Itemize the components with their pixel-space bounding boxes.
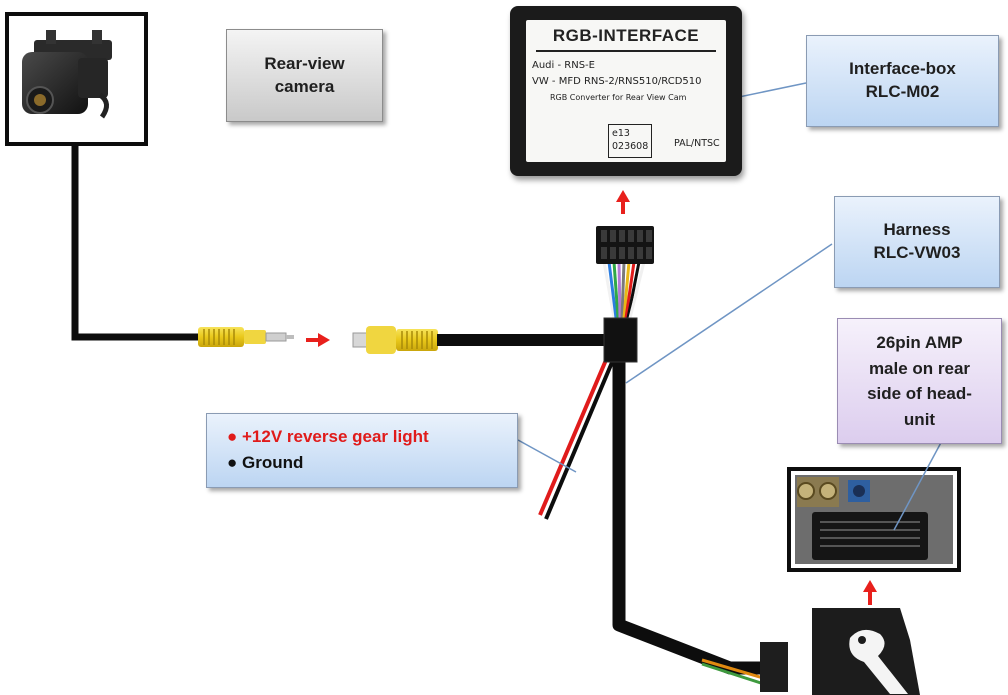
label-harness-line1: Harness bbox=[883, 220, 951, 240]
harness-junction bbox=[603, 317, 638, 363]
label-camera-line2: camera bbox=[274, 76, 335, 96]
head-unit-photo bbox=[787, 467, 961, 572]
camera-photo bbox=[5, 12, 148, 146]
rca-female-socket bbox=[352, 326, 438, 354]
device-cert-box: e13 023608 bbox=[608, 124, 652, 158]
legend-item-ground: ● Ground bbox=[227, 453, 304, 472]
label-amp-connector: 26pin AMP male on rear side of head- uni… bbox=[837, 318, 1002, 444]
device-title: RGB-INTERFACE bbox=[552, 26, 700, 45]
label-amp-line1: 26pin AMP bbox=[876, 333, 963, 352]
device-line-converter: RGB Converter for Rear View Cam bbox=[550, 93, 687, 102]
label-amp-line2: male on rear bbox=[868, 358, 971, 378]
legend-item-reverse: ● +12V reverse gear light bbox=[227, 427, 429, 446]
device-cert-e13: e13 bbox=[612, 128, 630, 139]
interface-plug bbox=[596, 226, 654, 264]
label-camera-line1: Rear-view bbox=[264, 53, 345, 73]
interface-box-device: RGB-INTERFACE Audi - RNS-E VW - MFD RNS-… bbox=[510, 6, 742, 176]
amp-plug bbox=[760, 608, 920, 695]
device-line-audi: Audi - RNS-E bbox=[532, 60, 595, 71]
label-interface-box: Interface-box RLC-M02 bbox=[806, 35, 999, 127]
rca-male-plug bbox=[198, 327, 294, 347]
device-format: PAL/NTSC bbox=[674, 138, 720, 149]
connect-arrow-rca bbox=[306, 333, 330, 347]
label-interface-line1: Interface-box bbox=[849, 59, 956, 79]
label-amp-line4: unit bbox=[903, 409, 936, 429]
device-sticker: RGB-INTERFACE Audi - RNS-E VW - MFD RNS-… bbox=[526, 20, 726, 162]
connect-arrow-interface bbox=[616, 190, 630, 214]
label-interface-line2: RLC-M02 bbox=[865, 82, 940, 101]
harness-color-wires bbox=[602, 261, 646, 319]
device-line-vw: VW - MFD RNS-2/RNS510/RCD510 bbox=[532, 76, 702, 87]
connect-arrow-headunit bbox=[863, 580, 877, 605]
label-camera: Rear-view camera bbox=[226, 29, 383, 122]
legend-ground-text: Ground bbox=[242, 453, 304, 472]
reverse-wire-red bbox=[538, 359, 608, 516]
harness-trunk-cable bbox=[612, 355, 760, 675]
camera-cable bbox=[71, 143, 200, 341]
legend-reverse-text: +12V reverse gear light bbox=[242, 427, 429, 446]
device-title-rule bbox=[536, 50, 716, 52]
device-cert-number: 023608 bbox=[612, 141, 649, 152]
power-legend: ● +12V reverse gear light ● Ground bbox=[206, 413, 518, 488]
ground-wire-black bbox=[544, 359, 615, 520]
label-harness: Harness RLC-VW03 bbox=[834, 196, 1000, 288]
label-harness-line2: RLC-VW03 bbox=[873, 243, 961, 262]
label-amp-line3: side of head- bbox=[867, 384, 972, 403]
